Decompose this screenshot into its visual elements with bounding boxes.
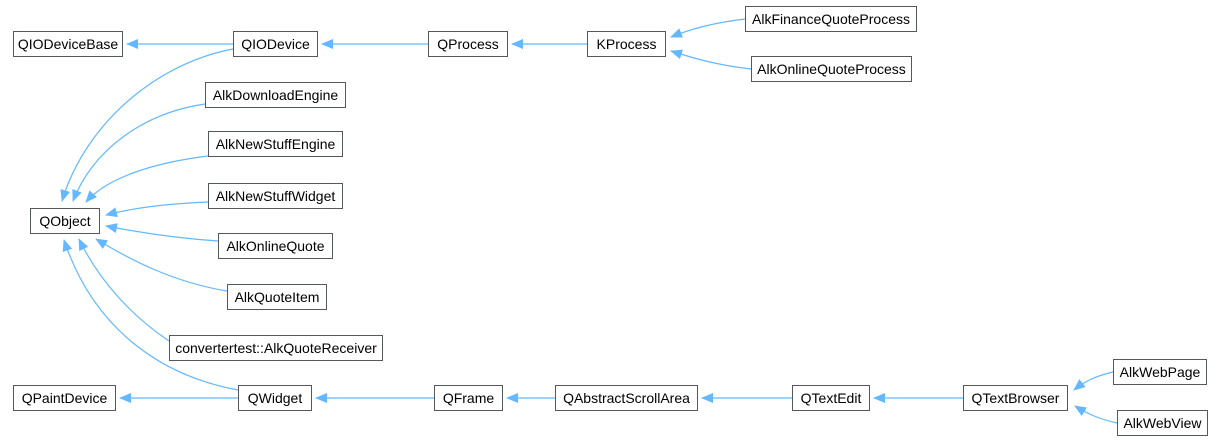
class-node-alkonlinequote[interactable]: AlkOnlineQuote — [218, 233, 333, 259]
class-node-alkdownloadengine[interactable]: AlkDownloadEngine — [205, 82, 346, 108]
class-node-qwidget[interactable]: QWidget — [238, 385, 312, 411]
class-node-qtextedit[interactable]: QTextEdit — [792, 385, 870, 411]
class-node-alknewstuffengine[interactable]: AlkNewStuffEngine — [208, 131, 343, 157]
edge-alkfinancequoteprocess-to-kprocess — [670, 18, 746, 38]
edge-alkquotereceiver-to-qobject — [78, 238, 170, 342]
edge-alkonlinequote-to-qobject — [105, 223, 219, 242]
class-node-kprocess[interactable]: KProcess — [587, 31, 666, 57]
class-node-qprocess[interactable]: QProcess — [428, 31, 508, 57]
class-node-alkquotereceiver[interactable]: convertertest::AlkQuoteReceiver — [169, 335, 383, 361]
class-node-qabstractscrollarea[interactable]: QAbstractScrollArea — [555, 385, 698, 411]
edge-alkonlinequoteprocess-to-kprocess — [670, 49, 752, 70]
class-node-alkonlinequoteprocess[interactable]: AlkOnlineQuoteProcess — [751, 56, 912, 82]
class-node-qobject[interactable]: QObject — [30, 208, 100, 234]
class-node-alknewstuffwidget[interactable]: AlkNewStuffWidget — [208, 183, 343, 209]
edge-alkdownloadengine-to-qobject — [72, 103, 206, 202]
class-node-qframe[interactable]: QFrame — [434, 385, 503, 411]
edge-alkwebpage-to-qtextbrowser — [1073, 371, 1114, 391]
edge-qiodevice-to-qobject — [60, 48, 234, 202]
class-node-qiodevice[interactable]: QIODevice — [233, 31, 318, 57]
class-node-qpaintdevice[interactable]: QPaintDevice — [13, 385, 116, 411]
class-node-qtextbrowser[interactable]: QTextBrowser — [963, 385, 1068, 411]
edge-alkwebview-to-qtextbrowser — [1074, 405, 1118, 424]
edge-alknewstuffwidget-to-qobject — [105, 201, 209, 218]
class-node-alkwebpage[interactable]: AlkWebPage — [1113, 359, 1207, 385]
edge-qwidget-to-qobject — [62, 239, 239, 391]
class-node-alkquoteitem[interactable]: AlkQuoteItem — [227, 284, 327, 310]
class-node-alkfinancequoteprocess[interactable]: AlkFinanceQuoteProcess — [745, 6, 917, 32]
edge-alkquoteitem-to-qobject — [95, 238, 228, 292]
class-node-alkwebview[interactable]: AlkWebView — [1117, 410, 1208, 436]
edge-alknewstuffengine-to-qobject — [85, 155, 209, 203]
class-node-qiodevicebase[interactable]: QIODeviceBase — [13, 31, 123, 57]
